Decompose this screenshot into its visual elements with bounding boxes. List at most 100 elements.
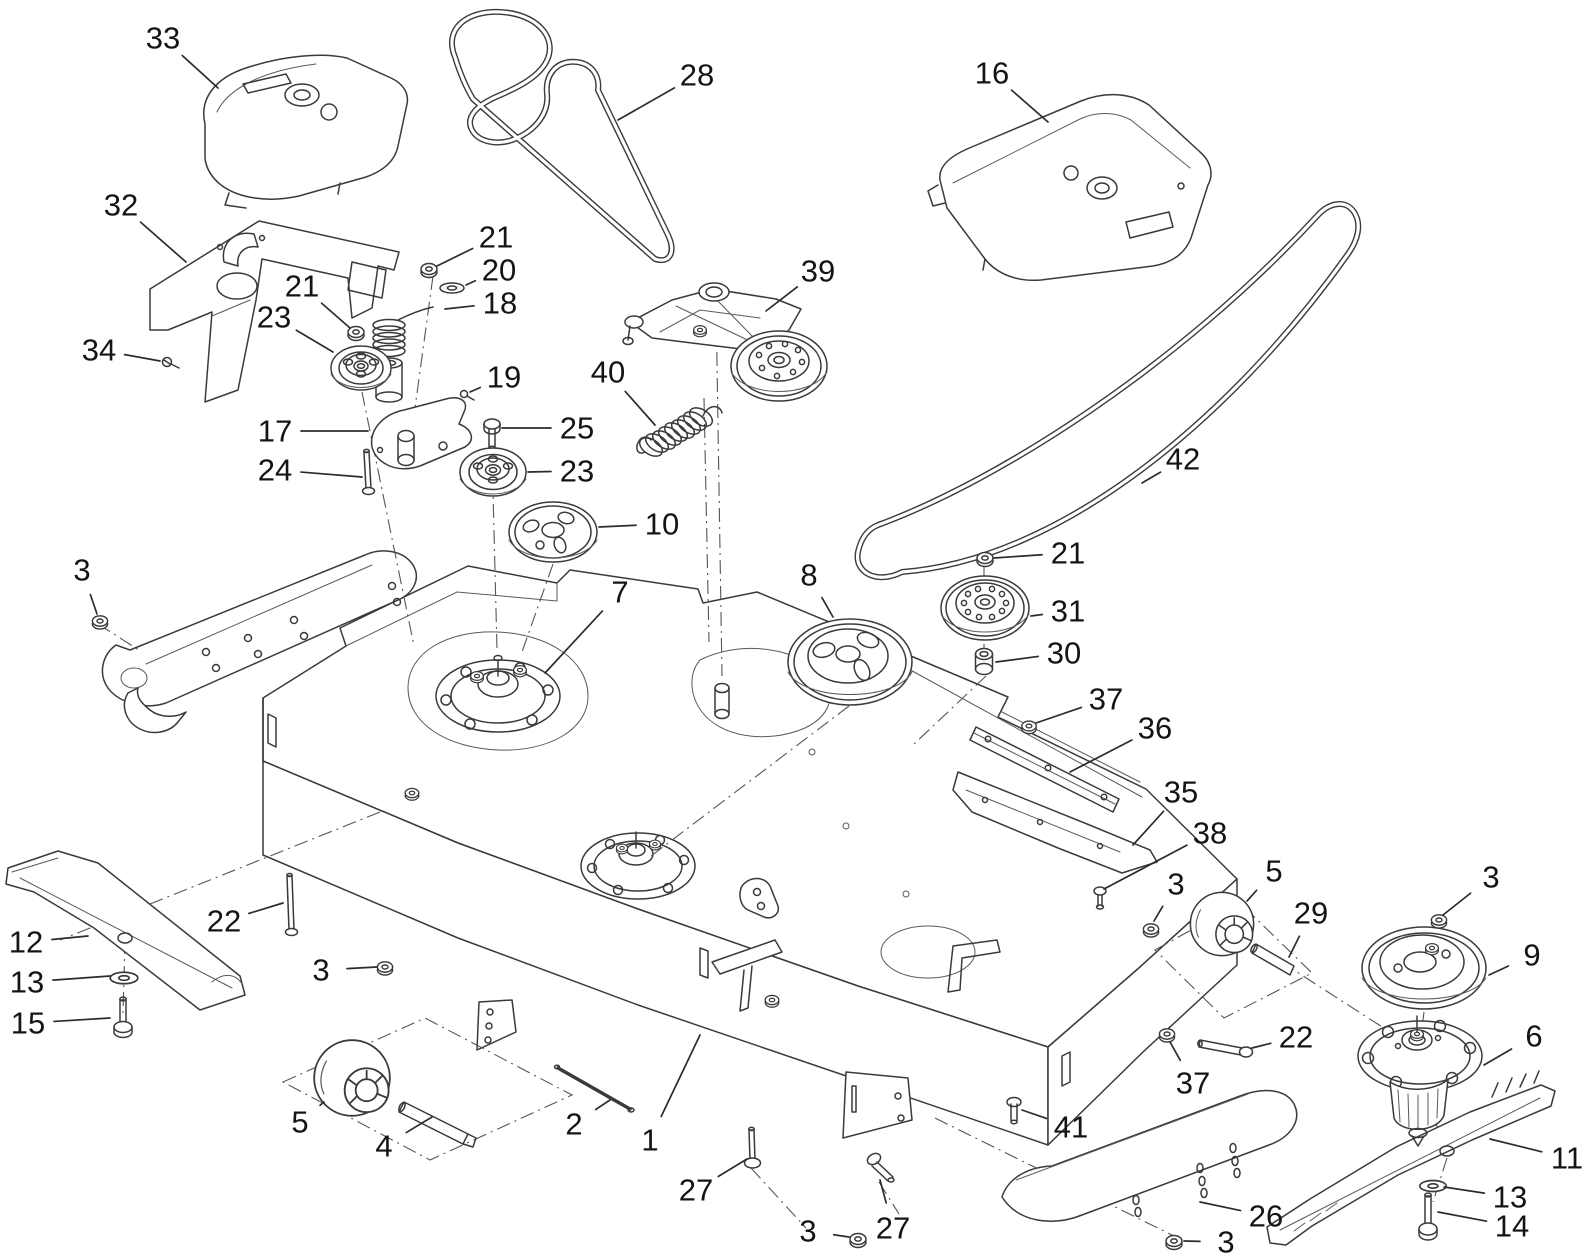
- shoulder-bolt-22a: [284, 872, 299, 937]
- leader-line-10-15: [598, 524, 637, 528]
- nut-37b: [1158, 1028, 1176, 1043]
- callout-21-flange-nut: 21: [479, 220, 513, 255]
- nut-37a: [1021, 720, 1037, 735]
- extension-spring-40: [636, 405, 723, 457]
- leader-line-9-33: [1488, 965, 1510, 976]
- callout-27-carriage-bolt: 27: [679, 1173, 713, 1208]
- idler-bracket-17: [370, 397, 473, 470]
- leader-line-33-0: [181, 54, 219, 89]
- belt-cover-left: [203, 54, 409, 209]
- leader-line-3-19: [89, 593, 98, 615]
- leader-line-16-2: [1010, 89, 1049, 123]
- leader-line-1-45: [660, 1034, 701, 1118]
- callout-3-flange-nut: 3: [1482, 860, 1499, 895]
- leader-line-21-7: [320, 302, 351, 329]
- callout-3-flange-nut: 3: [73, 553, 90, 588]
- callout-24-pin: 24: [258, 453, 292, 488]
- callout-14-blade-bolt: 14: [1495, 1209, 1529, 1244]
- leader-line-2-44: [594, 1099, 611, 1111]
- screw-34: [161, 356, 180, 369]
- callout-5-anti-scalp-roller: 5: [1265, 854, 1282, 889]
- callout-16-belt-cover: 16: [975, 56, 1009, 91]
- leader-line-7-20: [544, 610, 604, 674]
- rear-bumper-26: [1001, 1089, 1298, 1222]
- idler-pulley-23a: [330, 345, 392, 391]
- leader-line-3-38: [346, 966, 378, 970]
- callout-10-idler-pulley: 10: [645, 507, 679, 542]
- shoulder-bolt-22b: [1197, 1039, 1254, 1058]
- spindle-assembly-6: [1357, 1015, 1483, 1147]
- callout-20-washer: 20: [482, 253, 516, 288]
- callout-22-shoulder-bolt: 22: [207, 904, 241, 939]
- carriage-bolt-27a: [743, 1126, 762, 1169]
- callout-32-belt-guard: 32: [104, 188, 138, 223]
- callout-37-flange-nut: 37: [1176, 1066, 1210, 1101]
- bolt-41: [1006, 1096, 1022, 1125]
- callout-23-idler-pulley: 23: [257, 300, 291, 335]
- belt-cover-right: [927, 93, 1212, 282]
- leader-line-30-24: [995, 655, 1040, 663]
- callout-19-spacer-bushing: 19: [487, 360, 521, 395]
- blade-bolt-15: [113, 996, 133, 1039]
- callout-38-screw: 38: [1193, 816, 1227, 851]
- nut-3e: [849, 1232, 867, 1249]
- corner-bracket: [842, 1071, 913, 1139]
- deck-shell: [262, 565, 1238, 1146]
- screw-38: [1093, 886, 1107, 910]
- leader-line-21-4: [436, 247, 474, 267]
- leader-line-24-12: [300, 471, 363, 478]
- hanger-bracket: [476, 999, 517, 1051]
- leader-line-34-9: [123, 353, 161, 362]
- spindle-assembly-center: [580, 831, 696, 900]
- blade-washer-13a: [109, 971, 139, 985]
- leader-line-13-53: [1443, 1186, 1486, 1194]
- idler-arm-assembly: [622, 282, 828, 402]
- idler-pulley-23b: [459, 447, 527, 497]
- leader-line-5-42: [319, 1101, 325, 1107]
- leader-line-20-5: [465, 279, 477, 286]
- callout-35-baffle: 35: [1164, 775, 1198, 810]
- callout-27-carriage-bolt: 27: [876, 1211, 910, 1246]
- callout-23-idler-pulley: 23: [560, 454, 594, 489]
- leader-line-12-39: [51, 935, 89, 941]
- leader-line-36-26: [1069, 739, 1133, 773]
- leader-line-29-31: [1288, 935, 1301, 958]
- blade-washer-13b: [1418, 1179, 1448, 1193]
- leader-line-13-40: [52, 975, 111, 981]
- callout-4-roller-shaft: 4: [375, 1129, 392, 1164]
- callout-3-flange-nut: 3: [1167, 867, 1184, 902]
- leader-line-28-1: [617, 87, 676, 121]
- callout-6-spindle-assembly: 6: [1525, 1019, 1542, 1054]
- leader-line-23-8: [295, 329, 334, 353]
- callout-31-idler-pulley: 31: [1051, 594, 1085, 629]
- spindle-pulley-9: [1361, 926, 1487, 1010]
- nut-21a: [420, 262, 438, 279]
- leader-line-4-43: [405, 1116, 433, 1134]
- spindle-assembly-7: [435, 654, 561, 733]
- callout-9-spindle-pulley: 9: [1523, 938, 1540, 973]
- leader-line-3-48: [832, 1233, 850, 1238]
- leader-line-6-34: [1483, 1048, 1513, 1066]
- nut-3b: [1142, 923, 1160, 938]
- flat-idler-pulley-31: [940, 575, 1030, 641]
- leader-line-27-47: [879, 1179, 888, 1204]
- leader-line-41-49: [1021, 1109, 1048, 1120]
- leader-line-8-21: [821, 596, 834, 618]
- roller-shaft-4: [398, 1101, 477, 1148]
- leader-line-32-3: [139, 221, 187, 263]
- callout-11-mower-blade: 11: [1551, 1141, 1583, 1176]
- callout-18-spring: 18: [483, 286, 517, 321]
- callout-25-bolt: 25: [560, 411, 594, 446]
- leader-line-42-18: [1141, 471, 1162, 484]
- anti-scalp-roller-right: [1189, 891, 1255, 957]
- leader-line-19-10: [469, 386, 482, 393]
- callout-2-rod: 2: [565, 1107, 582, 1142]
- washer-20: [439, 282, 465, 294]
- leader-line-3-29: [1153, 905, 1164, 922]
- leader-line-27-46: [717, 1158, 748, 1178]
- callout-1-deck-shell: 1: [641, 1123, 658, 1158]
- callout-39-idler-arm-assembly: 39: [801, 254, 835, 289]
- leader-line-26-50: [1199, 1201, 1242, 1212]
- blade-bolt-14: [1418, 1192, 1438, 1241]
